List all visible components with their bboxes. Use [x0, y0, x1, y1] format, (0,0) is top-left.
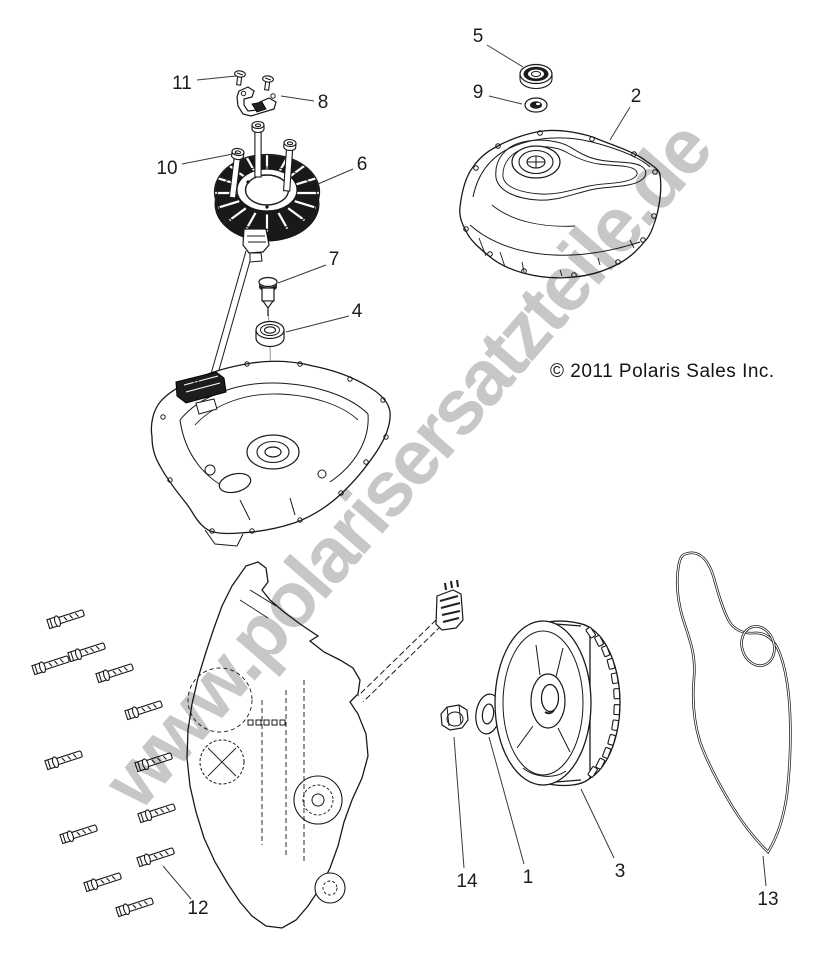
cover-drawing [459, 129, 662, 279]
part-callout-11: 11 [172, 73, 192, 94]
gasket-drawing [675, 551, 792, 855]
part-callout-4: 4 [351, 301, 363, 322]
wire-connector-drawing [357, 579, 464, 703]
sensor-drawing [258, 276, 278, 438]
bracket-drawing [236, 86, 277, 117]
part-callout-14: 14 [456, 871, 478, 892]
part-callout-8: 8 [317, 92, 329, 113]
part-callout-3: 3 [614, 861, 626, 882]
crankcase-outer-drawing [186, 561, 369, 929]
bracket-screws-drawing [234, 70, 274, 91]
plug-drawing [519, 63, 553, 90]
flywheel-drawing [494, 620, 621, 787]
part-callout-6: 6 [356, 154, 368, 175]
part-callout-2: 2 [630, 86, 642, 107]
part-callout-13: 13 [757, 889, 779, 910]
part-callout-12: 12 [187, 898, 209, 919]
stator-drawing [213, 153, 321, 263]
part-callout-5: 5 [472, 26, 484, 47]
spacer-drawing [255, 320, 285, 348]
copyright-notice: © 2011 Polaris Sales Inc. [550, 361, 775, 382]
sealing-washer-drawing [524, 97, 548, 113]
crankcase-inner-drawing [150, 360, 391, 547]
part-callout-9: 9 [472, 82, 484, 103]
stator-bolts-drawing [228, 120, 297, 199]
callout-leader-lines [162, 44, 767, 900]
part-callout-1: 1 [522, 867, 534, 888]
part-callout-7: 7 [328, 249, 340, 270]
part-callout-10: 10 [156, 158, 178, 179]
nut-drawing [440, 704, 469, 731]
stator-wires [206, 250, 253, 392]
